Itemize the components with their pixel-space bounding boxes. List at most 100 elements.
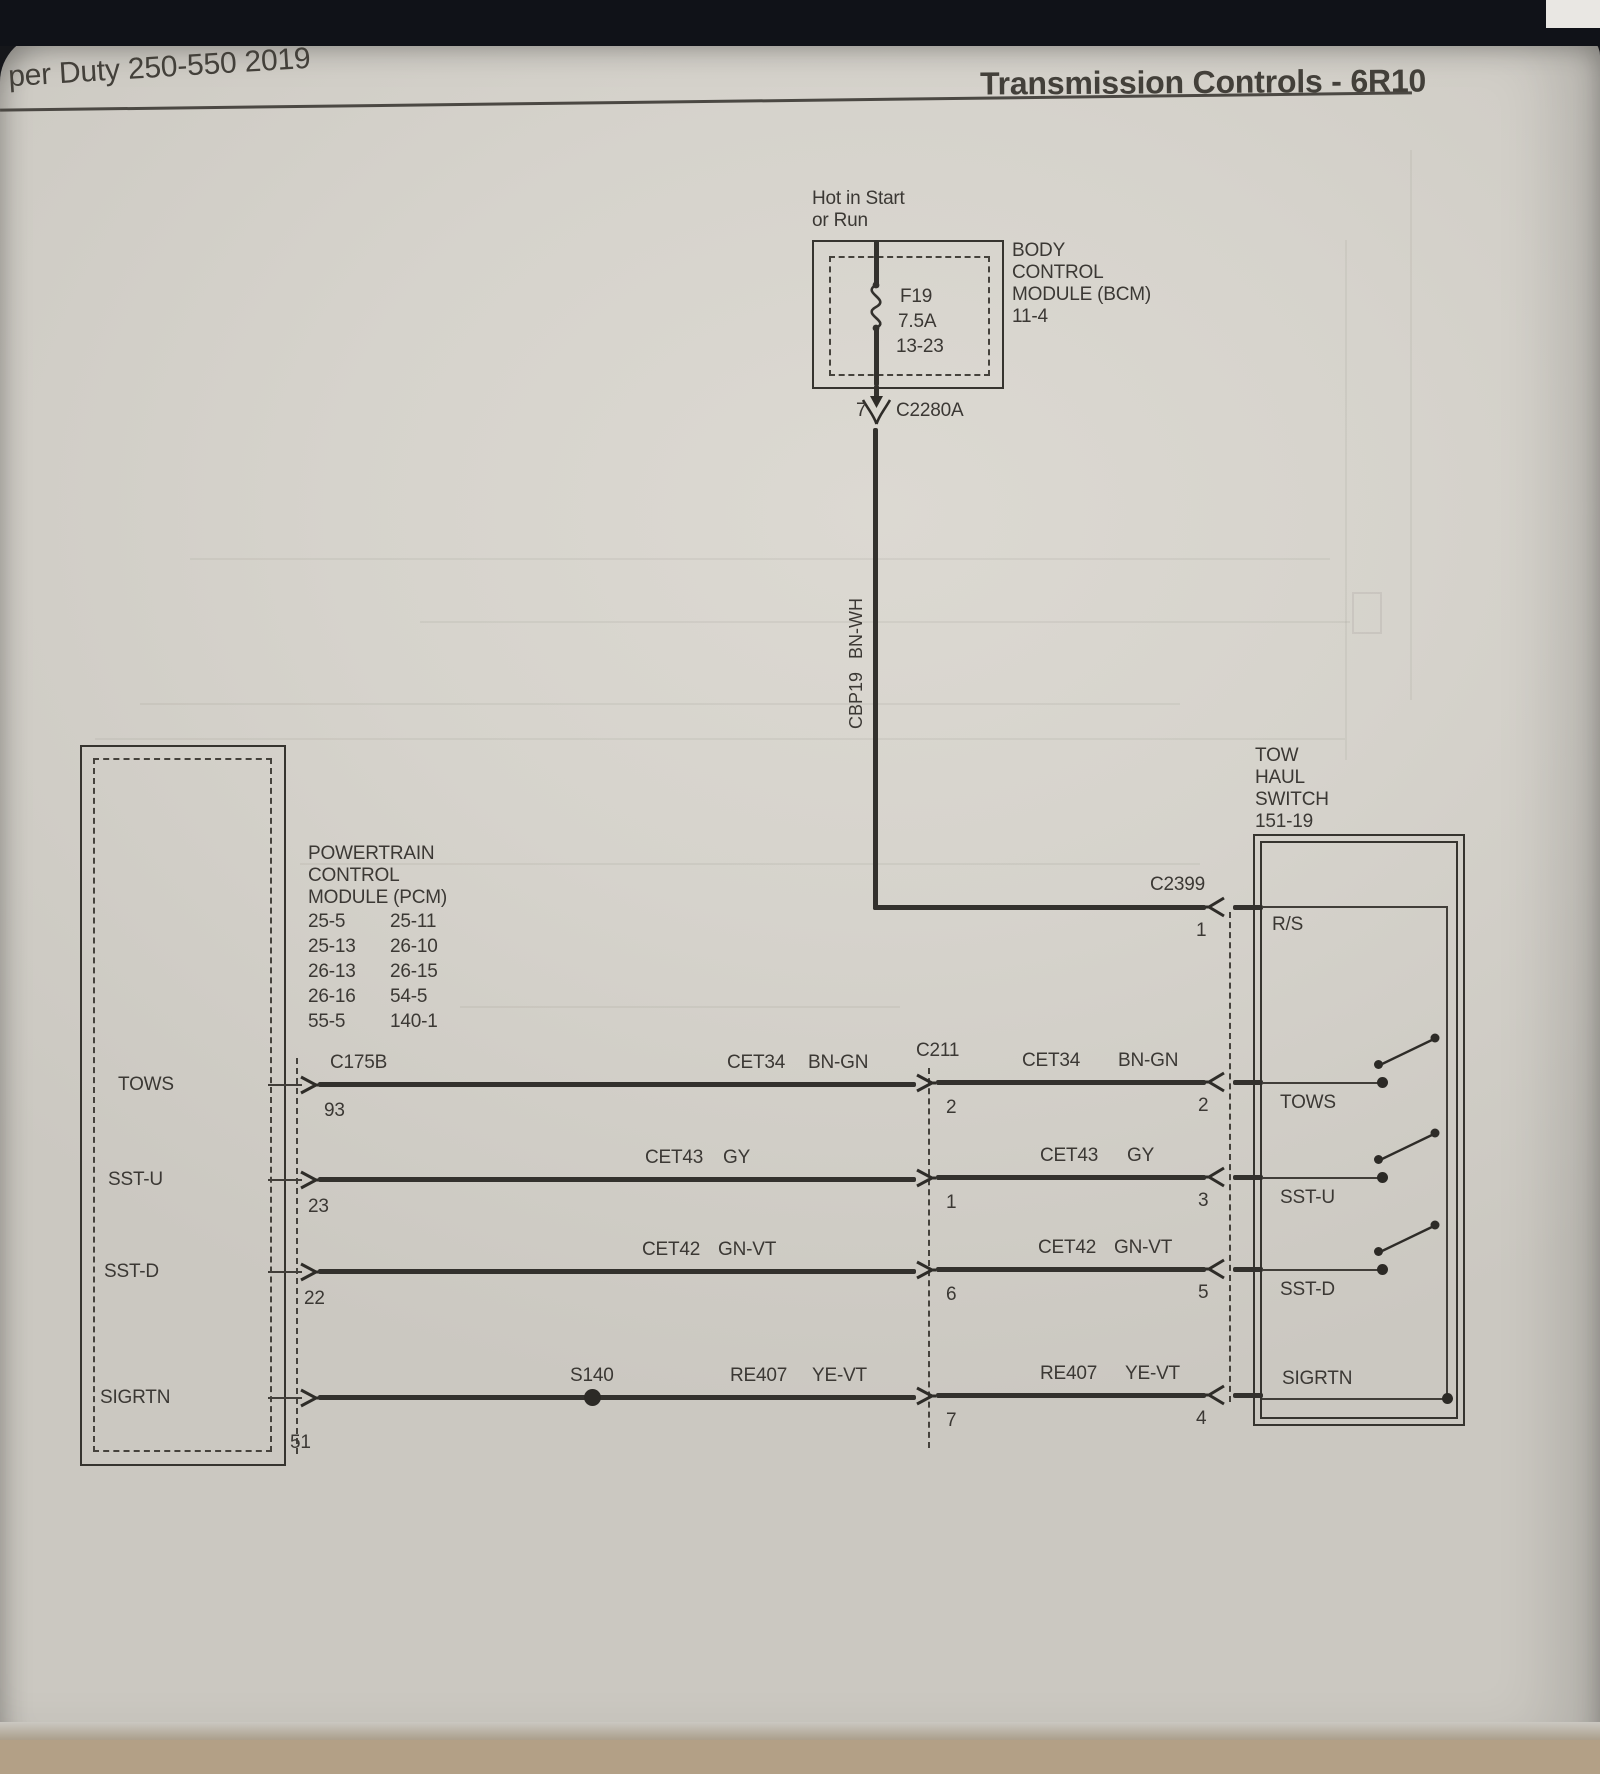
pcm-pin-number: 93 xyxy=(324,1100,345,1121)
pcm-box xyxy=(80,745,286,1466)
pcm-grid-cell: 26-10 xyxy=(390,936,438,957)
bcm-name-line2: CONTROL xyxy=(1012,262,1104,283)
connector-arrow-left-icon xyxy=(1205,1071,1225,1093)
switch-name-line1: TOW xyxy=(1255,745,1299,766)
bleed-line xyxy=(140,703,1180,705)
wire-tows-stub xyxy=(1233,1080,1263,1085)
wire-tows-right xyxy=(936,1080,1206,1085)
bleed-line xyxy=(95,738,1345,740)
c2399-connector-line xyxy=(1229,912,1231,1402)
wire-color-label: YE-VT xyxy=(812,1365,867,1386)
switch-terminal-rs: R/S xyxy=(1272,914,1304,935)
pcm-pin-number: 23 xyxy=(308,1196,329,1217)
wire-color-label: YE-VT xyxy=(1125,1363,1180,1384)
circuit-label: RE407 xyxy=(1040,1363,1098,1384)
wire-sstu-right xyxy=(936,1175,1206,1180)
switch-lever-icon xyxy=(1379,1128,1440,1162)
c211-pin-number: 7 xyxy=(946,1410,957,1431)
bleed-mark xyxy=(1352,592,1382,634)
c2399-label: C2399 xyxy=(1150,874,1205,895)
circuit-label: CET43 xyxy=(1040,1145,1099,1166)
switch-internal-wire xyxy=(1262,1082,1383,1084)
c175b-label: C175B xyxy=(330,1052,388,1073)
feed-wire-color: BN-WH xyxy=(846,598,866,659)
bleed-line xyxy=(1345,240,1347,760)
circuit-label: CET34 xyxy=(1022,1050,1081,1071)
wire-sigrtn-stub xyxy=(1233,1393,1263,1398)
power-source-label-line2: or Run xyxy=(812,210,868,231)
circuit-label: RE407 xyxy=(730,1365,788,1386)
connector-arrow-left-icon xyxy=(1205,1166,1225,1188)
connector-arrow-left-icon xyxy=(1205,1258,1225,1280)
splice-label: S140 xyxy=(570,1365,614,1386)
switch-contact-dot xyxy=(1374,1155,1383,1164)
circuit-label: CET34 xyxy=(727,1052,786,1073)
pcm-name-line1: POWERTRAIN xyxy=(308,843,435,864)
pcm-grid-cell: 140-1 xyxy=(390,1011,438,1032)
connector-arrow-left-icon xyxy=(1205,896,1225,918)
pcm-grid-cell: 55-5 xyxy=(308,1011,346,1032)
fuse-feed-wire xyxy=(874,240,879,288)
wire-sstu-left xyxy=(318,1177,916,1182)
wire-color-label: BN-GN xyxy=(1118,1050,1179,1071)
connector-arrow-right-icon xyxy=(916,1073,936,1093)
connector-arrow-right-icon xyxy=(300,1170,320,1190)
bcm-connector-pin: 7 xyxy=(856,400,867,421)
switch-contact-dot xyxy=(1374,1247,1383,1256)
page-bottom-shadow xyxy=(0,1722,1600,1742)
pcm-terminal-sigrtn: SIGRTN xyxy=(100,1387,171,1408)
switch-internal-wire xyxy=(1262,1269,1383,1271)
pcm-pin-number: 22 xyxy=(304,1288,325,1309)
bcm-connector-name: C2280A xyxy=(896,400,964,421)
wire-color-label: GN-VT xyxy=(718,1239,777,1260)
switch-pivot-dot xyxy=(1377,1077,1388,1088)
c211-pin-number: 6 xyxy=(946,1284,957,1305)
pcm-terminal-sstu: SST-U xyxy=(108,1169,163,1190)
wire-sstu-stub xyxy=(1233,1175,1263,1180)
switch-common-bus xyxy=(1446,906,1448,1400)
power-source-label-line1: Hot in Start xyxy=(812,188,905,209)
c2399-pin-number: 5 xyxy=(1198,1282,1209,1303)
pcm-grid-cell: 54-5 xyxy=(390,986,428,1007)
switch-pivot-dot xyxy=(1377,1172,1388,1183)
rs-internal-wire xyxy=(1262,906,1448,908)
fuse-location: 13-23 xyxy=(896,336,944,357)
bcm-box xyxy=(812,240,1004,389)
bcm-grid-ref: 11-4 xyxy=(1012,306,1048,327)
pcm-name-line3: MODULE (PCM) xyxy=(308,887,448,908)
bleed-line xyxy=(460,1006,900,1008)
bcm-name-line3: MODULE (BCM) xyxy=(1012,284,1152,305)
circuit-label: CET43 xyxy=(645,1147,704,1168)
pcm-terminal-sstd: SST-D xyxy=(104,1261,159,1282)
c2399-pin-number: 2 xyxy=(1198,1095,1209,1116)
switch-internal-wire xyxy=(1262,1398,1448,1400)
switch-lever-icon xyxy=(1379,1220,1440,1254)
bus-junction-dot xyxy=(1442,1393,1453,1404)
switch-name-line3: SWITCH xyxy=(1255,789,1329,810)
fuse-rating: 7.5A xyxy=(898,311,937,332)
bleed-line xyxy=(190,558,1330,560)
c211-label: C211 xyxy=(916,1040,960,1061)
circuit-label: CET42 xyxy=(642,1239,701,1260)
feed-wire-vertical xyxy=(873,428,878,910)
connector-arrow-right-icon xyxy=(300,1262,320,1282)
wire-color-label: GY xyxy=(1127,1145,1155,1166)
pcm-terminal-tows: TOWS xyxy=(118,1074,174,1095)
c2399-pin-number: 3 xyxy=(1198,1190,1209,1211)
switch-terminal-sstd: SST-D xyxy=(1280,1279,1335,1300)
page-title-right: Transmission Controls - 6R10 xyxy=(979,62,1427,102)
pcm-grid-cell: 26-13 xyxy=(308,961,356,982)
fuse-icon xyxy=(870,281,882,332)
tow-haul-switch-box-inner xyxy=(1260,841,1458,1419)
connector-arrow-right-icon xyxy=(916,1168,936,1188)
switch-pivot-dot xyxy=(1377,1264,1388,1275)
splice-dot xyxy=(584,1389,601,1406)
pcm-grid-cell: 25-11 xyxy=(390,911,437,932)
c211-pin-number: 1 xyxy=(946,1192,957,1213)
photo-background-top xyxy=(0,0,1600,46)
c2399-pin-rs: 1 xyxy=(1196,920,1207,941)
pcm-pin-stub xyxy=(268,1271,302,1273)
bleed-line xyxy=(420,621,1350,623)
feed-wire-circuit: CBP19 xyxy=(846,672,866,730)
wire-sstd-stub xyxy=(1233,1267,1263,1272)
